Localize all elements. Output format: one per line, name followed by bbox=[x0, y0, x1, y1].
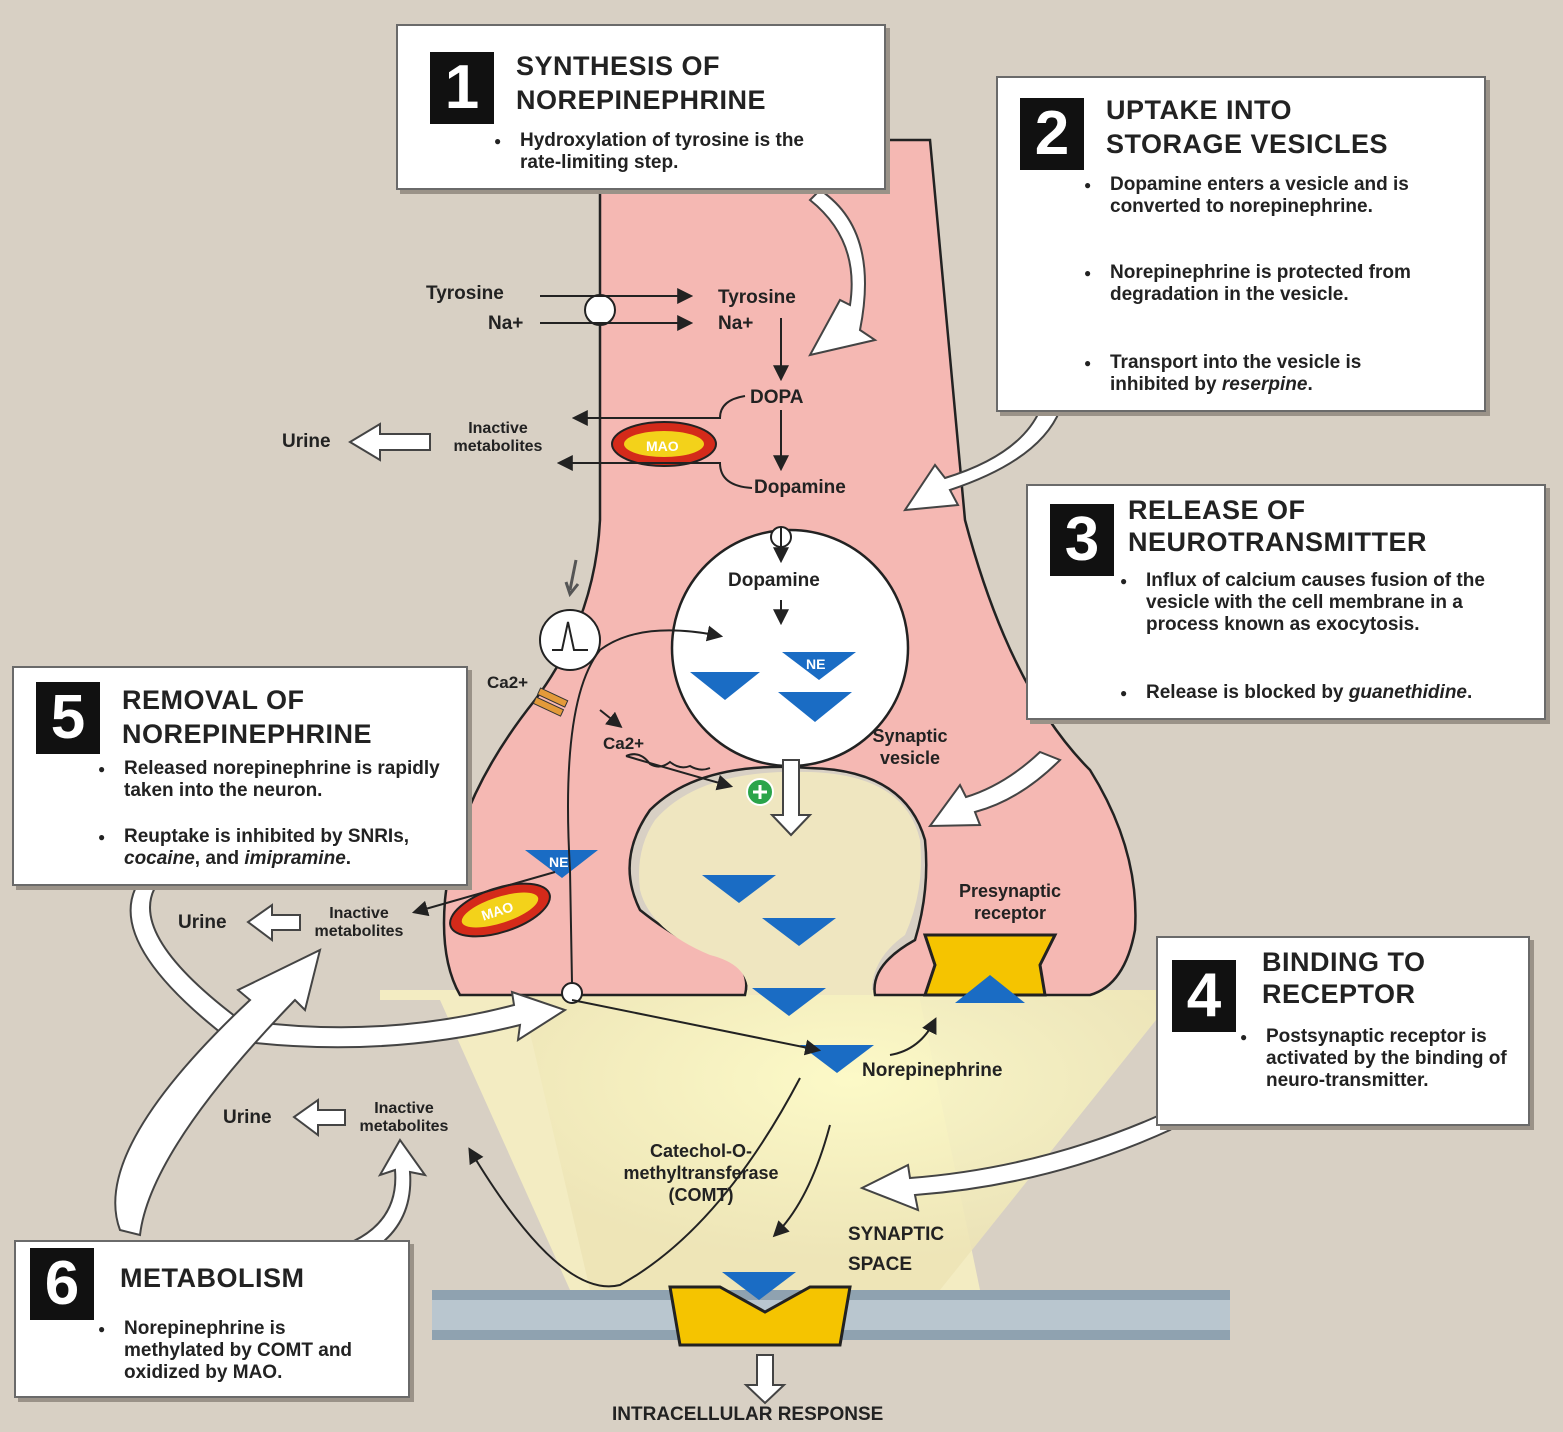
mao-mitochondrion-top bbox=[611, 421, 717, 467]
step-2-bullet-3-end: . bbox=[1307, 374, 1313, 395]
step-3-bullet-1: Influx of calcium causes fusion of the v… bbox=[1120, 570, 1506, 636]
synaptic-glow bbox=[520, 990, 1180, 1290]
step-1-box: 1 SYNTHESIS OF NOREPINEPHRINE Hydroxylat… bbox=[396, 24, 886, 190]
na-inside-label: Na+ bbox=[718, 313, 754, 334]
hollow-arrows bbox=[246, 422, 813, 1405]
step-6-number: 6 bbox=[30, 1248, 94, 1320]
step-3-title-line1: RELEASE OF bbox=[1128, 495, 1306, 525]
released-ne bbox=[702, 875, 776, 903]
step-2-title-line1: UPTAKE INTO bbox=[1106, 95, 1293, 125]
ne-label-vesicle: NE bbox=[806, 656, 826, 672]
plus-sign bbox=[753, 785, 767, 799]
tyrosine-inside-label: Tyrosine bbox=[718, 287, 796, 308]
dopa-label: DOPA bbox=[750, 387, 804, 408]
step-4-title-line1: BINDING TO bbox=[1262, 947, 1426, 977]
urine-label-middle: Urine bbox=[178, 912, 227, 933]
cocaine-text: cocaine bbox=[124, 848, 195, 869]
step-5-bullet-2-end: . bbox=[345, 848, 352, 869]
step-4-number: 4 bbox=[1172, 960, 1236, 1032]
step-3-number: 3 bbox=[1050, 504, 1114, 576]
step-5-title-line2: NOREPINEPHRINE bbox=[122, 719, 373, 749]
synaptic-cleft bbox=[639, 771, 921, 995]
inactive-metabolites-bottom: Inactive metabolites bbox=[359, 1100, 449, 1135]
step-3-bullet-2: Release is blocked by guanethidine. bbox=[1120, 682, 1546, 704]
tyrosine-outside-label: Tyrosine bbox=[426, 283, 504, 304]
step-1-bullet: Hydroxylation of tyrosine is the rate-li… bbox=[494, 130, 840, 174]
step-4-box: 4 BINDING TO RECEPTOR Postsynaptic recep… bbox=[1156, 936, 1530, 1126]
dopamine-label: Dopamine bbox=[754, 477, 846, 498]
step-1-number: 1 bbox=[430, 52, 494, 124]
step-2-title-line2: STORAGE VESICLES bbox=[1106, 129, 1389, 159]
imipramine-text: imipramine bbox=[244, 848, 346, 869]
step-2-bullet-2: Norepinephrine is protected from degrada… bbox=[1084, 262, 1450, 306]
action-potential-spike bbox=[552, 621, 588, 651]
reuptake-ne bbox=[525, 850, 598, 878]
inactive-metabolites-middle: Inactive metabolites bbox=[314, 905, 404, 940]
ne-molecule bbox=[778, 692, 852, 722]
step-3-bullet-2-text: Release is blocked by bbox=[1146, 682, 1349, 703]
guanethidine-text: guanethidine bbox=[1348, 682, 1467, 703]
step-6-title: METABOLISM bbox=[120, 1263, 305, 1293]
ne-bound-postsynaptic bbox=[722, 1272, 796, 1300]
dopamine-vesicle-label: Dopamine bbox=[728, 570, 820, 591]
step-5-number: 5 bbox=[36, 682, 100, 754]
reserpine-text: reserpine bbox=[1221, 374, 1308, 395]
step-5-bullet-2: Reuptake is inhibited by SNRIs, cocaine,… bbox=[98, 826, 464, 870]
comt-label: Catechol-O-methyltransferase (COMT) bbox=[623, 1141, 779, 1205]
step-1-title-line2: NOREPINEPHRINE bbox=[516, 85, 767, 115]
na-outside-label: Na+ bbox=[488, 313, 524, 334]
step-2-number: 2 bbox=[1020, 98, 1084, 170]
step-2-bullet-3: Transport into the vesicle is inhibited … bbox=[1084, 352, 1440, 396]
released-ne bbox=[762, 918, 836, 946]
step-5-bullet-2-mid: , and bbox=[194, 848, 245, 869]
depolarization-arrow bbox=[564, 559, 580, 598]
ne-bound-presynaptic bbox=[955, 975, 1025, 1003]
ne-label-reuptake: NE bbox=[549, 854, 569, 870]
step-2-bullet-3-text: Transport into the vesicle is inhibited … bbox=[1110, 352, 1362, 395]
step-3-box: 3 RELEASE OF NEUROTRANSMITTER Influx of … bbox=[1026, 484, 1546, 720]
postsynaptic-receptor bbox=[668, 1285, 852, 1347]
ne-molecule bbox=[690, 672, 760, 700]
action-potential-icon bbox=[539, 609, 601, 671]
mao-mitochondrion-bottom bbox=[449, 882, 551, 938]
step-4-title-line2: RECEPTOR bbox=[1262, 979, 1416, 1009]
tyrosine-transporter bbox=[584, 294, 616, 326]
released-ne bbox=[752, 988, 826, 1016]
calcium-label-outside: Ca2+ bbox=[487, 673, 529, 692]
step-5-bullet-1: Released norepinephrine is rapidly taken… bbox=[98, 758, 464, 802]
calcium-channel bbox=[532, 687, 569, 717]
step-5-box: 5 REMOVAL OF NOREPINEPHRINE Released nor… bbox=[12, 666, 468, 886]
step-3-title-line2: NEUROTRANSMITTER bbox=[1128, 527, 1427, 557]
callout-pointers bbox=[114, 188, 1172, 1267]
step-6-box: 6 METABOLISM Norepinephrine is methylate… bbox=[14, 1240, 410, 1398]
norepinephrine-label: Norepinephrine bbox=[862, 1060, 1003, 1081]
step-1-title-line1: SYNTHESIS OF bbox=[516, 51, 721, 81]
ne-molecule-labeled bbox=[782, 652, 856, 680]
urine-label-top: Urine bbox=[282, 431, 331, 452]
urine-label-bottom: Urine bbox=[223, 1107, 272, 1128]
step-2-bullet-1: Dopamine enters a vesicle and is convert… bbox=[1084, 174, 1440, 218]
step-2-box: 2 UPTAKE INTO STORAGE VESICLES Dopamine … bbox=[996, 76, 1486, 412]
presynaptic-receptor-label: Presynaptic receptor bbox=[958, 881, 1062, 923]
inactive-metabolites-top: Inactive metabolites bbox=[453, 420, 543, 455]
presynaptic-receptor-shape bbox=[922, 933, 1058, 997]
step-3-bullet-2-end: . bbox=[1467, 682, 1473, 703]
step-5-title-line1: REMOVAL OF bbox=[122, 685, 305, 715]
step-5-bullet-2-text: Reuptake is inhibited by SNRIs, bbox=[124, 826, 410, 847]
synaptic-space-label: SYNAPTIC SPACE bbox=[848, 1224, 945, 1275]
intracellular-response-label: INTRACELLULAR RESPONSE bbox=[612, 1404, 884, 1425]
ca-wave bbox=[625, 753, 711, 771]
synaptic-vesicle-label: Synaptic vesicle bbox=[872, 726, 948, 768]
step-6-bullet: Norepinephrine is methylated by COMT and… bbox=[98, 1318, 384, 1384]
pathway-arrows bbox=[411, 288, 937, 1288]
step-4-bullet: Postsynaptic receptor is activated by th… bbox=[1240, 1026, 1516, 1092]
calcium-label-inside: Ca2+ bbox=[603, 734, 645, 753]
mao-label-top: MAO bbox=[646, 438, 679, 454]
